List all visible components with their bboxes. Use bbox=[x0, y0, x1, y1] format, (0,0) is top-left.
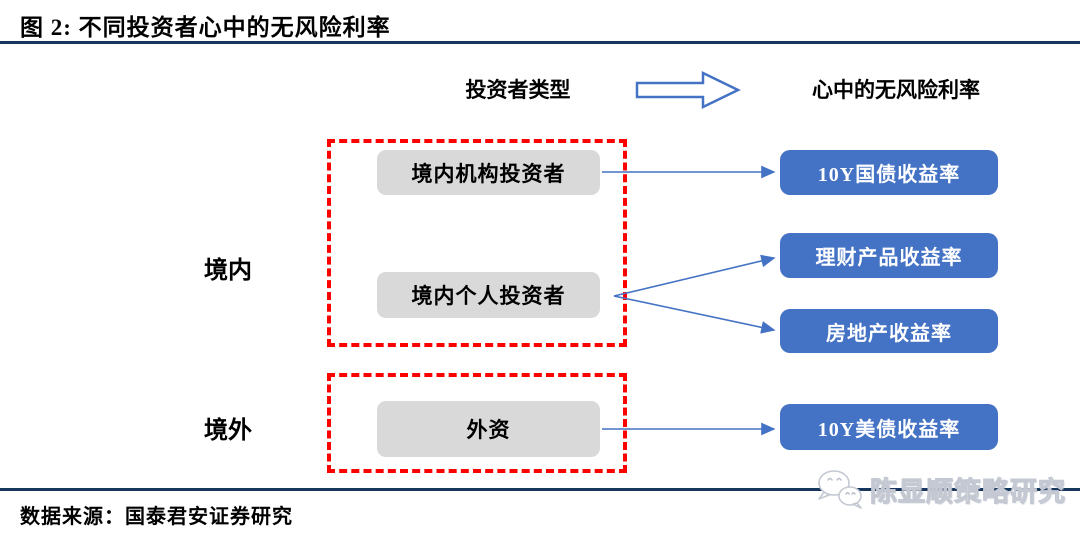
group-frame-domestic bbox=[327, 139, 627, 347]
arrow-individual-to-realestate bbox=[613, 295, 776, 334]
group-label-overseas: 境外 bbox=[204, 418, 252, 444]
arrow-individual-to-wealth bbox=[613, 254, 776, 297]
group-frame-overseas bbox=[327, 373, 627, 473]
watermark-text: 陈显顺策略研究 bbox=[870, 476, 1066, 507]
wechat-icon bbox=[818, 470, 862, 509]
column-header-investor-type: 投资者类型 bbox=[465, 78, 571, 102]
rate-node-10y-cgb-yield: 10Y国债收益率 bbox=[780, 150, 998, 195]
investor-node-domestic-individual: 境内个人投资者 bbox=[377, 272, 600, 318]
figure-title: 图 2: 不同投资者心中的无风险利率 bbox=[20, 15, 391, 40]
bottom-divider bbox=[0, 488, 1080, 491]
watermark: 陈显顺策略研究 bbox=[812, 466, 1066, 512]
rate-node-real-estate-yield: 房地产收益率 bbox=[780, 309, 998, 353]
investor-node-domestic-institutional: 境内机构投资者 bbox=[377, 150, 600, 195]
rate-node-wealth-product-yield: 理财产品收益率 bbox=[780, 233, 998, 278]
right-block-arrow-icon bbox=[635, 71, 741, 109]
rate-node-10y-ust-yield: 10Y美债收益率 bbox=[780, 404, 998, 450]
group-label-domestic: 境内 bbox=[204, 258, 252, 284]
investor-node-foreign-capital: 外资 bbox=[377, 401, 600, 457]
title-divider bbox=[0, 41, 1080, 44]
data-source: 数据来源：国泰君安证券研究 bbox=[20, 506, 293, 528]
column-header-risk-free-rate: 心中的无风险利率 bbox=[812, 78, 980, 102]
